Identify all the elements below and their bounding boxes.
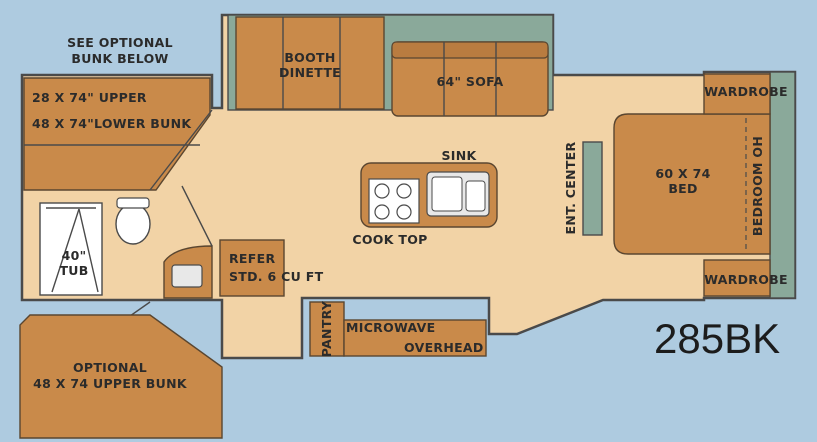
overhead-label: OVERHEAD <box>404 340 484 355</box>
sink-label: SINK <box>441 148 477 163</box>
toilet <box>115 203 151 245</box>
optional-bunk <box>19 314 223 439</box>
bed <box>613 113 771 255</box>
refrigerator <box>219 239 285 297</box>
bedroom-oh-label: BEDROOM OH <box>750 136 765 236</box>
model-number: 285BK <box>654 315 780 362</box>
microwave-cabinet <box>343 319 487 357</box>
pantry <box>309 301 345 357</box>
bunk-beds <box>23 77 211 191</box>
wardrobe-top <box>703 73 771 115</box>
dinette-label: DINETTE <box>279 65 341 80</box>
refer-size-label: STD. 6 CU FT <box>229 269 324 284</box>
bunk-upper-label: 28 X 74" UPPER <box>32 90 147 105</box>
bunk-lower-label: 48 X 74"LOWER BUNK <box>32 116 192 131</box>
booth-dinette <box>235 16 385 110</box>
microwave-label: MICROWAVE <box>346 320 435 335</box>
ent-center-label: ENT. CENTER <box>563 141 578 234</box>
see-optional-label: SEE OPTIONAL <box>67 35 173 50</box>
wardrobe-bottom <box>703 259 771 297</box>
bunk-below-label: BUNK BELOW <box>71 51 168 66</box>
optional-bunk-label: 48 X 74 UPPER BUNK <box>33 376 188 391</box>
bed-size-label: 60 X 74 <box>655 166 710 181</box>
bed-label: BED <box>668 181 697 196</box>
tub-label: TUB <box>59 263 88 278</box>
tub-size-label: 40" <box>62 248 87 263</box>
pantry-label: PANTRY <box>319 300 334 357</box>
slideout-bedroom <box>769 71 796 299</box>
wardrobe-bottom-label: WARDROBE <box>704 272 788 287</box>
wardrobe-top-label: WARDROBE <box>704 84 788 99</box>
bathtub <box>39 202 103 296</box>
refer-label: REFER <box>229 251 275 266</box>
sofa-label: 64" SOFA <box>436 74 503 89</box>
booth-label: BOOTH <box>284 50 335 65</box>
optional-label: OPTIONAL <box>73 360 147 375</box>
entertainment-center <box>582 141 603 236</box>
cook-top-label: COOK TOP <box>352 232 427 247</box>
